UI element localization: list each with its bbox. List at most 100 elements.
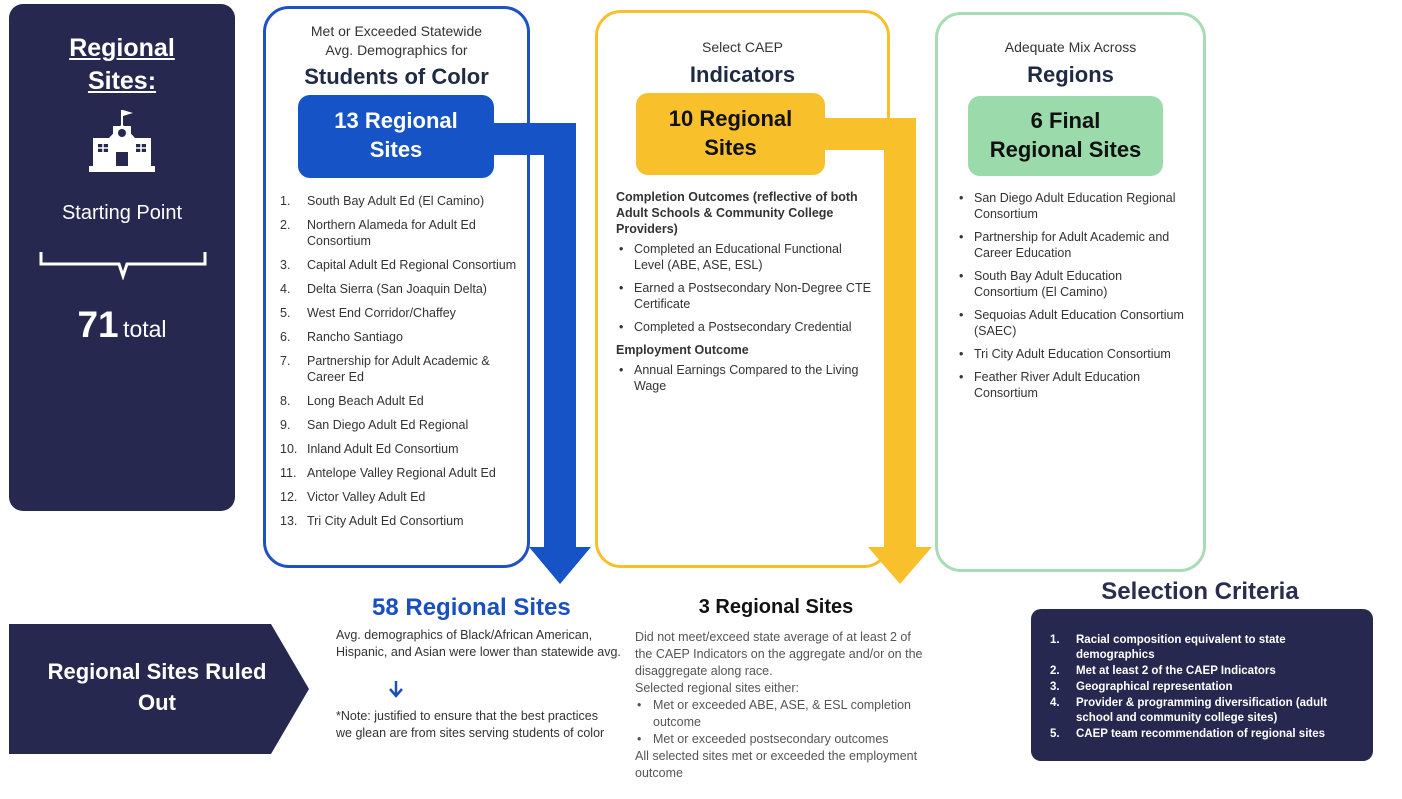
caep-indicator-details: Completion Outcomes (reflective of both …: [616, 189, 871, 401]
criterion-item-text: Racial composition equivalent to state d…: [1076, 634, 1286, 661]
ruled-out-3-description: Did not meet/exceed state average of at …: [635, 629, 925, 782]
regional-site-item-number: 13.: [280, 514, 298, 528]
criterion-item: 4. Provider & programming diversification…: [1050, 696, 1359, 726]
count-box-6: 6 Final Regional Sites: [968, 96, 1163, 176]
completion-outcome-item: Completed an Educational Functional Leve…: [616, 241, 871, 273]
criterion-item-number: 3.: [1050, 681, 1060, 693]
regional-site-item-text: Capital Adult Ed Regional Consortium: [307, 258, 517, 272]
regional-site-item: 6. Rancho Santiago: [280, 329, 522, 345]
regional-site-item-text: Long Beach Adult Ed: [307, 394, 424, 408]
regional-site-item: 2. Northern Alameda for Adult Ed Consorti…: [280, 217, 522, 249]
regional-site-item-number: 1.: [280, 194, 291, 208]
regional-site-item-text: San Diego Adult Ed Regional: [307, 418, 469, 432]
down-arrow-icon: [389, 681, 403, 698]
final-site-item: Sequoias Adult Education Consortium (SAE…: [956, 307, 1188, 339]
ruled-out-banner: [9, 624, 309, 754]
employment-outcome-item: Annual Earnings Compared to the Living W…: [616, 362, 871, 394]
final-site-item: Partnership for Adult Academic and Caree…: [956, 229, 1188, 261]
blue-column-subtitle: Met or Exceeded Statewide Avg. Demograph…: [310, 23, 483, 58]
completion-outcome-item: Completed a Postsecondary Credential: [616, 319, 871, 335]
green-column-subtitle: Adequate Mix Across: [1004, 39, 1137, 55]
regional-site-item-number: 9.: [280, 418, 291, 432]
yellow-flow-arrow: [820, 118, 932, 584]
employment-outcome-heading: Employment Outcome: [616, 343, 749, 357]
regional-site-item-number: 11.: [280, 466, 297, 480]
selection-condition-item: Met or exceeded ABE, ASE, & ESL completi…: [635, 697, 925, 731]
yellow-column-subtitle: Select CAEP: [702, 39, 783, 55]
regional-site-item: 8. Long Beach Adult Ed: [280, 393, 522, 409]
criterion-item: 2. Met at least 2 of the CAEP Indicators: [1050, 664, 1359, 679]
regional-site-item: 7. Partnership for Adult Academic & Caree…: [280, 353, 522, 385]
regional-site-item: 13. Tri City Adult Ed Consortium: [280, 513, 522, 529]
regional-site-item-text: Tri City Adult Ed Consortium: [307, 514, 464, 528]
regional-site-item-text: Partnership for Adult Academic & Career …: [307, 354, 490, 384]
regional-site-item-text: Delta Sierra (San Joaquin Delta): [307, 282, 487, 296]
ruled-out-58-note: *Note: justified to ensure that the best…: [336, 709, 605, 740]
criterion-item: 5. CAEP team recommendation of regional s…: [1050, 727, 1359, 742]
criterion-item-number: 1.: [1050, 634, 1060, 646]
regional-site-item: 12. Victor Valley Adult Ed: [280, 489, 522, 505]
regional-site-item: 3. Capital Adult Ed Regional Consortium: [280, 257, 522, 273]
criterion-item-number: 2.: [1050, 665, 1060, 677]
criterion-item-text: Geographical representation: [1076, 681, 1233, 693]
criterion-item-text: Provider & programming diversification (…: [1076, 697, 1328, 724]
regional-site-item-number: 7.: [280, 354, 291, 368]
selection-criteria-title: Selection Criteria: [1101, 578, 1299, 605]
completion-outcomes-heading: Completion Outcomes (reflective of both …: [616, 190, 858, 236]
total-label: total: [123, 316, 167, 342]
starting-point-label: Starting Point: [61, 202, 183, 224]
count-box-10: 10 Regional Sites: [636, 93, 825, 175]
school-building-icon: [89, 110, 155, 172]
regional-site-item: 5. West End Corridor/Chaffey: [280, 305, 522, 321]
final-site-item: San Diego Adult Education Regional Conso…: [956, 190, 1188, 222]
regional-site-item: 1. South Bay Adult Ed (El Camino): [280, 193, 522, 209]
brace-connector: [39, 252, 207, 280]
final-site-item: Feather River Adult Education Consortium: [956, 369, 1188, 401]
completion-outcome-item: Earned a Postsecondary Non-Degree CTE Ce…: [616, 280, 871, 312]
total-number: 71: [77, 304, 119, 345]
selection-criteria-box: 1. Racial composition equivalent to state…: [1031, 609, 1373, 761]
starting-point-panel: Regional Sites: Starting Point 71 total: [9, 4, 235, 511]
regional-site-item-text: Northern Alameda for Adult Ed Consortium: [307, 218, 476, 248]
regional-site-item-text: Inland Adult Ed Consortium: [307, 442, 459, 456]
left-panel-title: Regional Sites:: [69, 34, 175, 95]
regional-site-item: 4. Delta Sierra (San Joaquin Delta): [280, 281, 522, 297]
final-site-item: South Bay Adult Education Consortium (El…: [956, 268, 1188, 300]
final-site-item: Tri City Adult Education Consortium: [956, 346, 1188, 362]
regional-site-item-number: 2.: [280, 218, 291, 232]
regional-site-item-number: 5.: [280, 306, 291, 320]
regional-site-item: 11. Antelope Valley Regional Adult Ed: [280, 465, 522, 481]
criterion-item: 1. Racial composition equivalent to state…: [1050, 633, 1359, 663]
criterion-item-text: CAEP team recommendation of regional sit…: [1076, 728, 1326, 740]
regional-site-item-number: 12.: [280, 490, 298, 504]
regional-site-item-text: West End Corridor/Chaffey: [307, 306, 456, 320]
total-count: 71 total: [9, 304, 235, 346]
regional-site-item-number: 4.: [280, 282, 291, 296]
regional-site-item-text: Victor Valley Adult Ed: [307, 490, 426, 504]
final-site-list: San Diego Adult Education Regional Conso…: [956, 190, 1188, 408]
regional-site-item-number: 8.: [280, 394, 291, 408]
blue-column-heading: Students of Color: [304, 64, 489, 89]
selection-condition-item: Met or exceeded postsecondary outcomes: [635, 731, 925, 748]
criterion-item: 3. Geographical representation: [1050, 680, 1359, 695]
blue-flow-arrow: [490, 123, 591, 584]
ruled-out-58-title: 58 Regional Sites: [372, 594, 571, 621]
regional-site-item-number: 6.: [280, 330, 291, 344]
ruled-out-3-title: 3 Regional Sites: [698, 596, 854, 618]
regional-site-item-number: 3.: [280, 258, 291, 272]
criterion-item-text: Met at least 2 of the CAEP Indicators: [1076, 665, 1276, 677]
regional-site-item: 9. San Diego Adult Ed Regional: [280, 417, 522, 433]
blue-site-list: 1. South Bay Adult Ed (El Camino) 2. Northe…: [280, 193, 522, 537]
yellow-column-heading: Indicators: [689, 62, 796, 87]
regional-site-item-number: 10.: [280, 442, 298, 456]
regional-site-item-text: Antelope Valley Regional Adult Ed: [307, 466, 496, 480]
green-column-heading: Regions: [1027, 62, 1114, 87]
regional-site-item-text: South Bay Adult Ed (El Camino): [307, 194, 485, 208]
regional-site-item: 10. Inland Adult Ed Consortium: [280, 441, 522, 457]
criterion-item-number: 4.: [1050, 697, 1060, 709]
regional-site-item-text: Rancho Santiago: [307, 330, 403, 344]
count-box-13: 13 Regional Sites: [298, 95, 494, 178]
ruled-out-58-description: Avg. demographics of Black/African Ameri…: [336, 628, 621, 659]
criterion-item-number: 5.: [1050, 728, 1060, 740]
